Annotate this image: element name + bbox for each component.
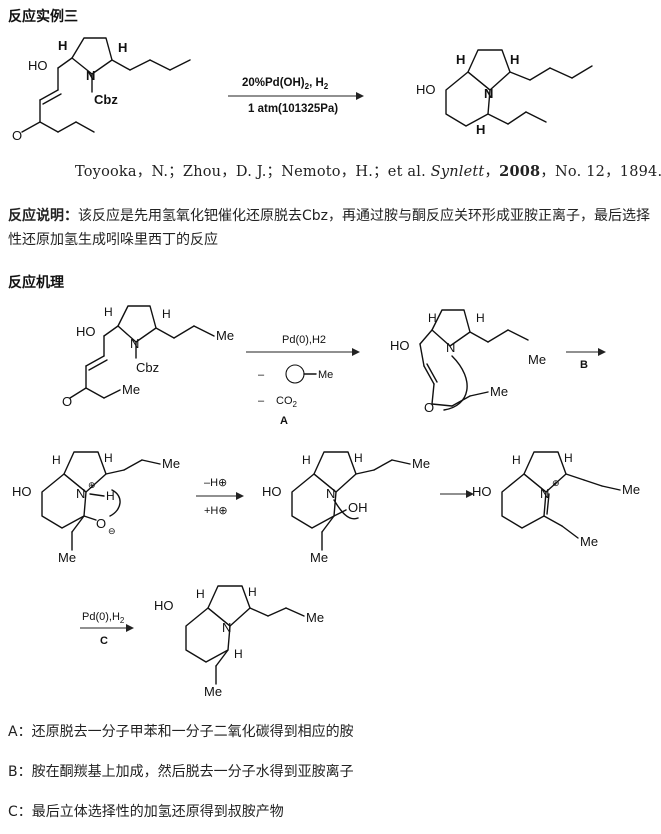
reference: Toyooka，N.；Zhou，D. J.；Nemoto，H.；et al. S… (75, 163, 661, 180)
svg-text:Me: Me (318, 369, 333, 381)
scheme1-h1: H (58, 38, 67, 53)
svg-text:Cbz: Cbz (136, 360, 159, 375)
mech-step-c-reagent: Pd(0),H2 (82, 611, 125, 625)
scheme1-product-n: N (484, 86, 493, 101)
svg-text:N: N (76, 486, 85, 501)
explanation-text: 该反应是先用氢氧化钯催化还原脱去Cbz，再通过胺与酮反应关环形成亚胺正离子，最后… (8, 208, 651, 248)
scheme1-product-h1: H (456, 52, 465, 67)
svg-text:B: B (580, 359, 588, 371)
svg-text:C: C (100, 635, 108, 647)
mech-final-product: Me HO H H N H Me (154, 585, 324, 699)
mechanism-title: 反应机理 (8, 275, 64, 291)
svg-text:H: H (104, 451, 113, 465)
example-title: 反应实例三 (8, 9, 78, 25)
scheme1-product: HO H N H H (416, 49, 593, 137)
svg-text:Me: Me (622, 482, 640, 497)
scheme1-ho: HO (28, 58, 48, 73)
explanation-label: 反应说明： (8, 208, 78, 224)
reference-authors: Toyooka，N.；Zhou，D. J.；Nemoto，H.；et al. (75, 164, 426, 180)
scheme1-product-h2: H (510, 52, 519, 67)
svg-text:H: H (106, 489, 115, 503)
svg-text:Me: Me (122, 382, 140, 397)
svg-text:H: H (476, 311, 485, 325)
svg-text:N: N (130, 336, 139, 351)
svg-text:HO: HO (472, 484, 492, 499)
scheme1-product-ho: HO (416, 82, 436, 97)
explanation: 反应说明：该反应是先用氢氧化钯催化还原脱去Cbz，再通过胺与酮反应关环形成亚胺正… (8, 204, 656, 252)
reaction-scheme-1: HO N Cbz O H H 20%Pd(OH)2, H2 1 atm(1013… (12, 37, 593, 143)
svg-text:N: N (222, 620, 231, 635)
svg-text:O: O (424, 400, 434, 415)
svg-text:Me: Me (162, 456, 180, 471)
mech-arrow-dehydrate (440, 490, 474, 498)
svg-text:HO: HO (12, 484, 32, 499)
note-b: B：胺在酮羰基上加成，然后脱去一分子水得到亚胺离子 (8, 764, 354, 780)
mech-carbinolamine: Me HO H H N OH Me (262, 451, 430, 565)
svg-text:HO: HO (76, 324, 96, 339)
scheme1-h2: H (118, 40, 127, 55)
svg-text:⊕: ⊕ (88, 480, 96, 490)
svg-text:+H⊕: +H⊕ (204, 505, 228, 517)
mech-arrow-proton: –H⊕ +H⊕ (196, 477, 244, 517)
svg-text:Me: Me (580, 534, 598, 549)
svg-text:H: H (354, 451, 363, 465)
svg-text:Me: Me (528, 352, 546, 367)
svg-text:H: H (428, 311, 437, 325)
svg-text:Me: Me (310, 550, 328, 565)
scheme1-o: O (12, 128, 22, 143)
svg-text:⊕: ⊕ (552, 478, 560, 488)
svg-text:H: H (234, 647, 243, 661)
note-a: A：还原脱去一分子甲苯和一分子二氧化碳得到相应的胺 (8, 724, 354, 740)
svg-text:N: N (446, 340, 455, 355)
mech-arrow-c: Pd(0),H2 C (80, 611, 134, 647)
mech-arrow-a: Pd(0),H2 – Me – CO2 A (246, 334, 360, 427)
mechanism-scheme: Me Cbz N H H HO O Me Pd(0),H2 – Me – CO2… (12, 305, 640, 699)
svg-text:N: N (326, 486, 335, 501)
svg-text:CO2: CO2 (276, 395, 298, 409)
reference-journal: Synlett (430, 164, 485, 180)
svg-text:H: H (302, 453, 311, 467)
scheme1-n: N (86, 68, 95, 83)
svg-text:OH: OH (348, 500, 368, 515)
svg-text:Me: Me (490, 384, 508, 399)
svg-text:H: H (564, 451, 573, 465)
svg-text:–: – (258, 395, 265, 407)
svg-text:Me: Me (204, 684, 222, 699)
svg-text:⊖: ⊖ (108, 526, 116, 536)
scheme1-reactant: HO N Cbz O H H (12, 37, 191, 143)
svg-text:A: A (280, 415, 288, 427)
svg-text:Me: Me (412, 456, 430, 471)
scheme1-product-h3: H (476, 122, 485, 137)
scheme1-condition: 1 atm(101325Pa) (248, 103, 338, 115)
svg-text:H: H (52, 453, 61, 467)
svg-text:H: H (248, 585, 257, 599)
svg-text:Me: Me (216, 328, 234, 343)
svg-text:H: H (196, 587, 205, 601)
svg-text:O: O (62, 394, 72, 409)
mech-arrow-b: B (566, 348, 606, 371)
mech-start: Me Cbz N H H HO O Me (62, 305, 234, 409)
svg-text:Me: Me (306, 610, 324, 625)
svg-text:HO: HO (390, 338, 410, 353)
svg-text:H: H (104, 305, 113, 319)
svg-text:Pd(0),H2: Pd(0),H2 (282, 334, 326, 346)
svg-text:H: H (162, 307, 171, 321)
svg-text:H: H (512, 453, 521, 467)
reference-issue: ，No. 12，1894. (540, 164, 661, 180)
svg-text:HO: HO (154, 598, 174, 613)
reference-year: 2008 (499, 163, 541, 180)
mech-zwitterion: Me HO H H N ⊕ H O ⊖ Me (12, 451, 180, 565)
note-c: C：最后立体选择性的加氢还原得到叔胺产物 (8, 804, 284, 820)
svg-text:–: – (258, 369, 265, 381)
scheme1-cbz: Cbz (94, 92, 118, 107)
svg-text:N: N (540, 486, 549, 501)
svg-text:O: O (96, 516, 106, 531)
mech-iminium: Me HO H H N ⊕ Me (472, 451, 640, 549)
svg-text:HO: HO (262, 484, 282, 499)
svg-text:Me: Me (58, 550, 76, 565)
svg-text:–H⊕: –H⊕ (204, 477, 227, 489)
mech-amine: Me N H H HO O Me (390, 309, 546, 415)
